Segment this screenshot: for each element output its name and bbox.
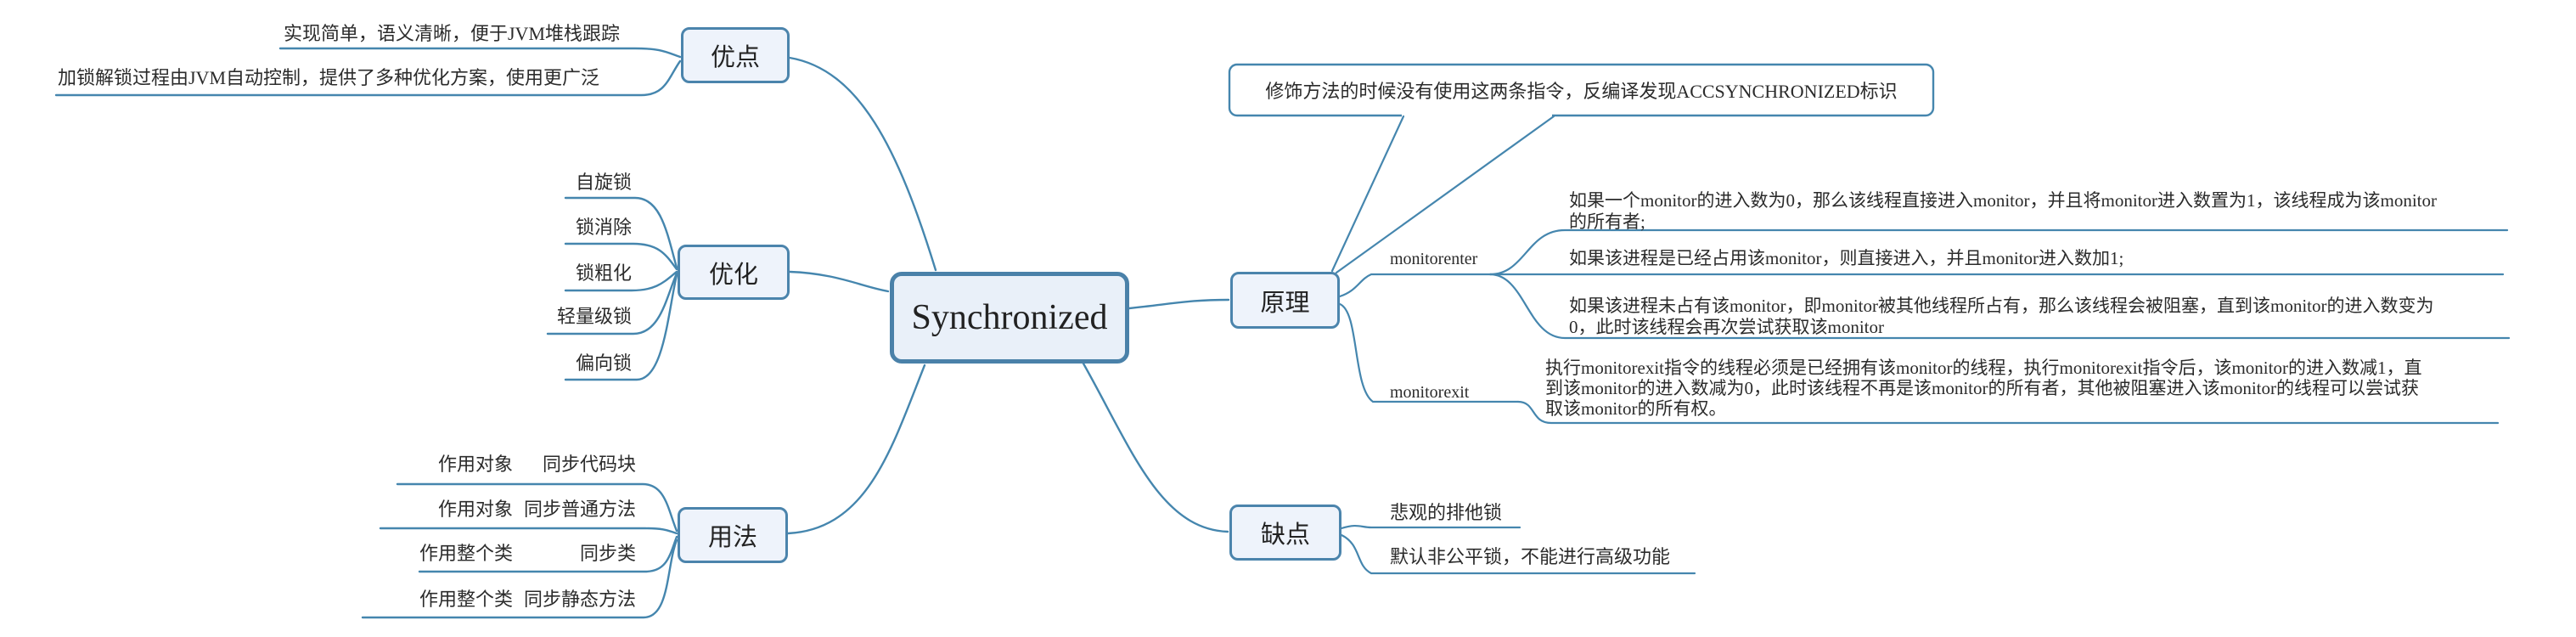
monitorenter-leaf-3[interactable]: 如果该进程未占有该monitor，即monitor被其他线程所占有，那么该线程会… [1569,296,2434,337]
optimization-leaf-1[interactable]: 自旋锁 [575,172,632,193]
optimization-leaf-3[interactable]: 锁粗化 [575,262,632,284]
node-disadvantages-label: 缺点 [1260,521,1310,549]
edge-disadv-leaf-2 [1340,533,1696,575]
usage-row-2-method[interactable]: 同步普通方法 [523,499,636,520]
edge-monitorenter [1338,273,1492,298]
node-principle-label: 原理 [1260,289,1310,317]
node-advantages-label: 优点 [710,44,760,71]
optimization-leaf-2[interactable]: 锁消除 [575,217,632,238]
monitorenter-leaf-1[interactable]: 如果一个monitor的进入数为0，那么该线程直接进入monitor，并且将mo… [1569,190,2437,232]
advantages-leaf-2[interactable]: 加锁解锁过程由JVM自动控制，提供了多种优化方案，使用更广泛 [58,67,600,88]
node-usage[interactable]: 用法 [678,507,788,563]
node-disadvantages[interactable]: 缺点 [1229,505,1341,561]
usage-row-2-target[interactable]: 作用对象 [437,499,513,520]
edge-usage-row-3 [418,535,678,573]
edge-central-principle [1128,298,1230,310]
edge-disadv-leaf-1 [1340,524,1521,530]
edge-opt-leaf-3 [564,270,678,292]
node-principle[interactable]: 原理 [1230,272,1340,329]
edge-opt-leaf-5 [564,273,678,381]
usage-row-4-target[interactable]: 作用整个类 [419,589,513,610]
central-topic-node[interactable]: Synchronized [890,272,1129,364]
node-advantages[interactable]: 优点 [681,27,790,83]
edge-opt-leaf-2 [564,242,678,271]
edge-usage-row-2 [379,527,678,535]
edge-monitorenter-leaf-1 [1488,228,2509,276]
optimization-leaf-5[interactable]: 偏向锁 [575,352,632,374]
edge-central-optimization [788,270,890,293]
disadvantages-leaf-1[interactable]: 悲观的排他锁 [1390,502,1503,523]
edge-monitorexit [1338,302,1520,403]
disadvantages-leaf-2[interactable]: 默认非公平锁，不能进行高级功能 [1390,546,1671,567]
callout-box[interactable] [1228,63,1935,117]
usage-row-3-target[interactable]: 作用整个类 [419,543,513,564]
edge-central-usage [786,364,926,535]
usage-row-1-method[interactable]: 同步代码块 [542,454,636,475]
node-usage-label: 用法 [707,524,757,551]
edge-usage-row-1 [396,482,678,533]
monitorenter-leaf-2[interactable]: 如果该进程是已经占用该monitor，则直接进入，并且monitor进入数加1; [1569,248,2124,268]
node-optimization[interactable]: 优化 [678,245,790,300]
edge-central-advantages [788,56,937,272]
edge-usage-row-4 [361,538,678,619]
monitorexit-leaf-1[interactable]: 执行monitorexit指令的线程必须是已经拥有该monitor的线程，执行m… [1545,358,2422,419]
callout-tail-line-1 [1330,115,1405,273]
monitorenter-label[interactable]: monitorenter [1390,250,1478,268]
usage-row-4-method[interactable]: 同步静态方法 [523,589,636,610]
node-optimization-label: 优化 [708,261,758,289]
edge-monitorenter-leaf-3 [1488,273,2511,340]
optimization-leaf-4[interactable]: 轻量级锁 [556,306,632,327]
edge-opt-leaf-1 [564,196,678,269]
central-topic-label: Synchronized [911,298,1108,337]
principle-callout-text[interactable]: 修饰方法的时候没有使用这两条指令，反编译发现ACCSYNCHRONIZED标识 [1265,81,1898,102]
edge-central-disadvantages [1082,362,1229,533]
monitorexit-label[interactable]: monitorexit [1390,383,1470,402]
usage-row-3-method[interactable]: 同步类 [579,543,636,564]
usage-row-1-target[interactable]: 作用对象 [437,454,513,475]
edge-opt-leaf-4 [546,272,678,335]
callout-tail-line-2 [1335,115,1555,274]
advantages-leaf-1[interactable]: 实现简单，语义清晰，便于JVM堆栈跟踪 [284,23,621,44]
edge-advantage-leaf-2 [54,59,682,97]
edge-monitorexit-leaf-1 [1516,400,2500,425]
edge-advantage-leaf-1 [278,47,682,59]
